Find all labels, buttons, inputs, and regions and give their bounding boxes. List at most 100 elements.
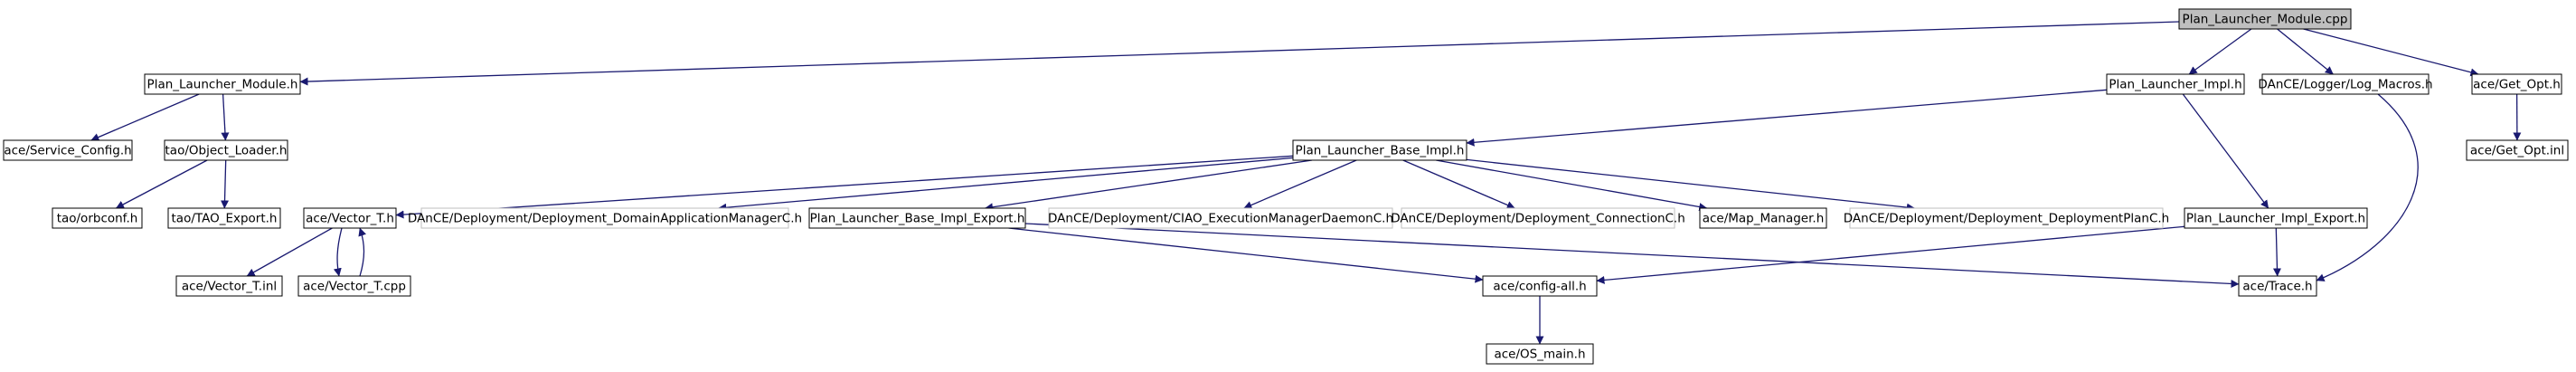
node-plm-h[interactable]: Plan_Launcher_Module.h — [144, 73, 301, 95]
edge-pli_h-to-plie_h — [2182, 93, 2269, 209]
node-label: ace/Trace.h — [2242, 280, 2312, 294]
node-box — [3, 139, 133, 161]
node-box — [167, 207, 281, 229]
node-box — [2238, 275, 2317, 297]
node-label: ace/OS_main.h — [1494, 348, 1585, 362]
node-orbconf-h[interactable]: tao/orbconf.h — [52, 207, 143, 229]
edge-plie_h-to-trace_h — [2272, 227, 2281, 277]
edge-plbi_h-to-ciao_h — [1243, 159, 1357, 209]
edge-objl_h-to-orbconf_h — [116, 159, 208, 209]
node-plie-h[interactable]: Plan_Launcher_Impl_Export.h — [2184, 207, 2368, 229]
edge-plbi_h-to-mapm_h — [1436, 159, 1708, 211]
node-label: Plan_Launcher_Base_Impl.h — [1296, 144, 1465, 158]
node-label: DAnCE/Deployment/Deployment_ConnectionC.… — [1391, 212, 1685, 226]
node-box — [1486, 343, 1594, 365]
node-label: DAnCE/Deployment/Deployment_DeploymentPl… — [1844, 212, 2169, 226]
node-objl-h[interactable]: tao/Object_Loader.h — [164, 139, 288, 161]
edge-pli_h-to-plbi_h — [1466, 89, 2108, 147]
node-mapm-h[interactable]: ace/Map_Manager.h — [1699, 207, 1827, 229]
node-label: DAnCE/Deployment/Deployment_DomainApplic… — [408, 212, 802, 226]
node-box — [164, 139, 288, 161]
node-trace-h[interactable]: ace/Trace.h — [2238, 275, 2317, 297]
node-label: ace/Service_Config.h — [4, 144, 131, 158]
node-label: ace/Vector_T.inl — [182, 280, 277, 294]
node-vect-h[interactable]: ace/Vector_T.h — [303, 207, 397, 229]
node-label: ace/Map_Manager.h — [1703, 212, 1825, 226]
node-root: Plan_Launcher_Module.cpp — [2178, 8, 2352, 30]
node-box — [420, 207, 789, 229]
node-label: Plan_Launcher_Impl_Export.h — [2186, 212, 2365, 226]
node-label: Plan_Launcher_Module.h — [147, 78, 298, 92]
edge-root-to-pli_h — [2188, 28, 2252, 75]
node-box — [297, 275, 411, 297]
edge-plbi_h-to-dconn_h — [1402, 159, 1515, 209]
edge-root-to-plm_h — [299, 21, 2180, 86]
node-taoexp-h[interactable]: tao/TAO_Export.h — [167, 207, 281, 229]
node-vect-inl[interactable]: ace/Vector_T.inl — [175, 275, 283, 297]
node-box — [1292, 139, 1467, 161]
node-layer: Plan_Launcher_Module.cppPlan_Launcher_Mo… — [3, 8, 2569, 365]
node-box — [52, 207, 143, 229]
node-box — [175, 275, 283, 297]
node-ddam-h: DAnCE/Deployment/Deployment_DomainApplic… — [408, 207, 802, 229]
edge-vect_h-to-vect_cpp — [333, 227, 343, 277]
node-label: tao/Object_Loader.h — [165, 144, 288, 158]
node-ciao-h: DAnCE/Deployment/CIAO_ExecutionManagerDa… — [1048, 207, 1393, 229]
node-cfgall-h[interactable]: ace/config-all.h — [1482, 275, 1598, 297]
node-box — [2184, 207, 2368, 229]
edge-plbi_h-to-vect_h — [395, 155, 1294, 219]
node-label: DAnCE/Logger/Log_Macros.h — [2258, 78, 2432, 92]
edge-root-to-logm_h — [2277, 28, 2334, 75]
node-getopt-inl[interactable]: ace/Get_Opt.inl — [2466, 139, 2569, 161]
node-label: Plan_Launcher_Module.cpp — [2183, 13, 2348, 27]
edge-root-to-getopt_h — [2303, 28, 2479, 77]
node-box — [2466, 139, 2569, 161]
node-osmain-h[interactable]: ace/OS_main.h — [1486, 343, 1594, 365]
node-box — [2178, 8, 2352, 30]
node-label: ace/config-all.h — [1493, 280, 1586, 294]
edge-plbie_h-to-trace_h — [1024, 223, 2240, 288]
node-box — [144, 73, 301, 95]
node-box — [1699, 207, 1827, 229]
node-box — [303, 207, 397, 229]
node-logm-h[interactable]: DAnCE/Logger/Log_Macros.h — [2258, 73, 2433, 95]
node-plbie-h[interactable]: Plan_Launcher_Base_Impl_Export.h — [808, 207, 1026, 229]
node-label: ace/Vector_T.h — [306, 212, 394, 226]
node-box — [2106, 73, 2245, 95]
node-box — [1401, 207, 1675, 229]
node-label: ace/Get_Opt.h — [2473, 78, 2561, 92]
node-pli-h[interactable]: Plan_Launcher_Impl.h — [2106, 73, 2245, 95]
node-svc-h[interactable]: ace/Service_Config.h — [3, 139, 133, 161]
edge-plm_h-to-objl_h — [221, 93, 230, 141]
node-label: Plan_Launcher_Impl.h — [2109, 78, 2241, 92]
edge-vect_cpp-to-vect_h — [358, 227, 366, 277]
node-label: tao/orbconf.h — [57, 212, 138, 226]
edge-plm_h-to-svc_h — [90, 93, 200, 141]
edge-logm_h-to-trace_h — [2316, 93, 2419, 281]
edge-plbi_h-to-ddp_h — [1466, 158, 1915, 212]
node-plbi-h[interactable]: Plan_Launcher_Base_Impl.h — [1292, 139, 1467, 161]
node-ddp-h: DAnCE/Deployment/Deployment_DeploymentPl… — [1844, 207, 2169, 229]
edge-layer — [90, 21, 2522, 345]
node-label: ace/Get_Opt.inl — [2470, 144, 2564, 158]
node-box — [2471, 73, 2562, 95]
node-box — [808, 207, 1026, 229]
node-getopt-h[interactable]: ace/Get_Opt.h — [2471, 73, 2562, 95]
edge-plbi_h-to-ddam_h — [718, 157, 1294, 212]
edge-objl_h-to-taoexp_h — [221, 159, 230, 209]
edge-plbi_h-to-plbie_h — [985, 159, 1313, 212]
node-vect-cpp[interactable]: ace/Vector_T.cpp — [297, 275, 411, 297]
node-box — [2261, 73, 2430, 95]
node-label: Plan_Launcher_Base_Impl_Export.h — [810, 212, 1025, 226]
node-box — [1048, 207, 1393, 229]
node-label: tao/TAO_Export.h — [172, 212, 278, 226]
node-label: ace/Vector_T.cpp — [303, 280, 406, 294]
edge-vect_h-to-vect_inl — [246, 227, 333, 277]
node-box — [1849, 207, 2164, 229]
node-dconn-h: DAnCE/Deployment/Deployment_ConnectionC.… — [1391, 207, 1685, 229]
node-label: DAnCE/Deployment/CIAO_ExecutionManagerDa… — [1048, 212, 1393, 226]
edge-plbie_h-to-cfgall_h — [1008, 227, 1484, 283]
edge-plie_h-to-cfgall_h — [1596, 225, 2185, 284]
node-box — [1482, 275, 1598, 297]
